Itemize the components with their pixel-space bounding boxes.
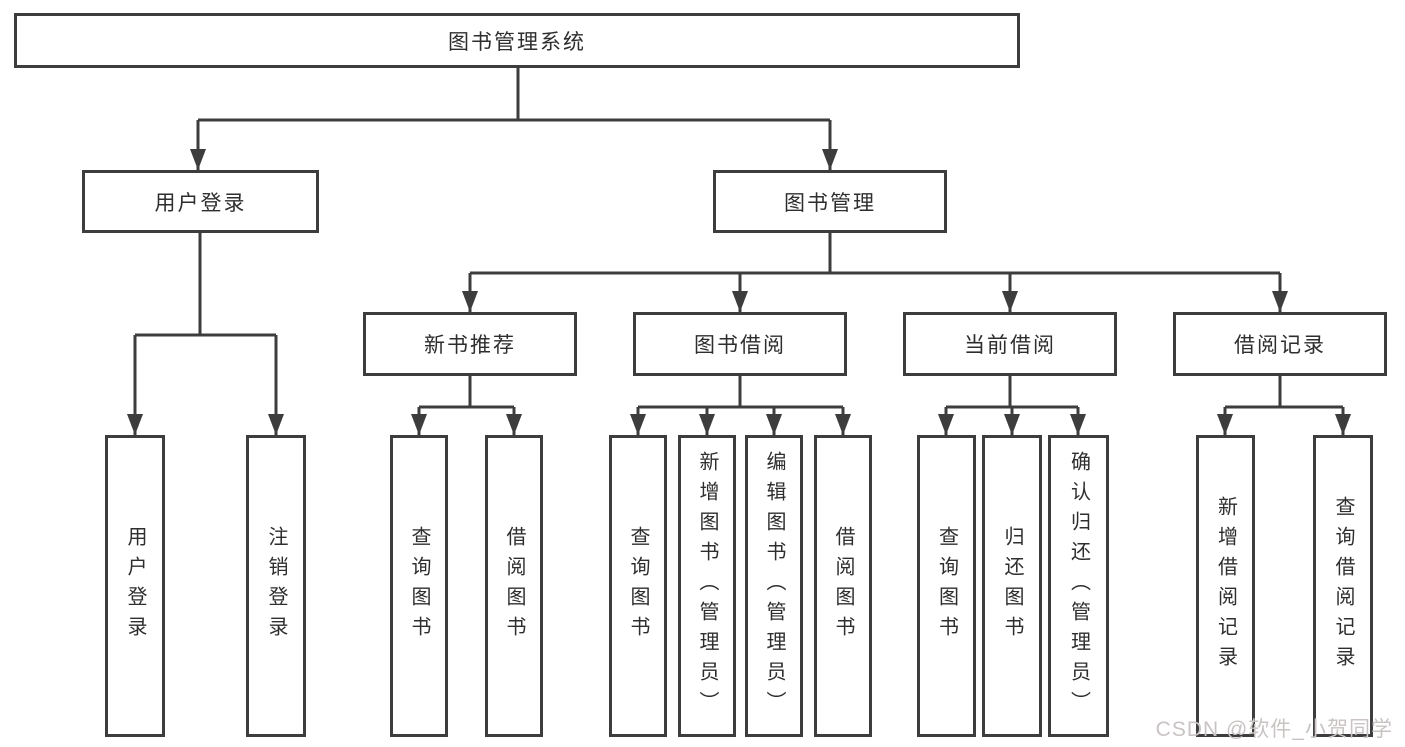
tree-edges: [133, 68, 1345, 435]
node-label: 查询图书: [935, 526, 958, 646]
node-book-borrowing: 图书借阅: [633, 312, 847, 376]
leaf-add-borrow-record: 新增借阅记录: [1196, 435, 1255, 737]
leaf-borrow-books-1: 借阅图书: [485, 435, 543, 737]
leaf-logout: 注销登录: [246, 435, 306, 737]
node-label: 确认归还（管理员）: [1067, 451, 1090, 721]
node-label: 用户登录: [154, 191, 247, 215]
node-label: 归还图书: [1001, 526, 1023, 646]
node-root-library-system: 图书管理系统: [14, 13, 1020, 68]
leaf-query-books-3: 查询图书: [917, 435, 976, 737]
leaf-return-book: 归还图书: [982, 435, 1042, 737]
node-label: 图书管理: [784, 191, 876, 215]
node-label: 查询图书: [627, 526, 649, 646]
csdn-watermark: CSDN @软件_小贺同学: [1155, 718, 1393, 741]
node-label: 新增图书（管理员）: [696, 451, 718, 721]
node-borrowing-records: 借阅记录: [1173, 312, 1387, 376]
node-current-borrowing: 当前借阅: [903, 312, 1117, 376]
node-label: 用户登录: [124, 526, 146, 646]
leaf-query-borrow-record: 查询借阅记录: [1313, 435, 1373, 737]
leaf-add-book-admin: 新增图书（管理员）: [678, 435, 736, 737]
leaf-query-books-1: 查询图书: [390, 435, 448, 737]
node-label: 编辑图书（管理员）: [763, 451, 785, 721]
node-label: 查询借阅记录: [1332, 496, 1354, 676]
node-book-management: 图书管理: [713, 170, 947, 233]
node-label: 当前借阅: [964, 334, 1056, 357]
node-user-login: 用户登录: [82, 170, 319, 233]
node-label: 图书管理系统: [448, 30, 586, 54]
node-label: 借阅图书: [503, 526, 525, 646]
leaf-query-books-2: 查询图书: [609, 435, 667, 737]
node-new-book-recommend: 新书推荐: [363, 312, 577, 376]
node-label: 借阅记录: [1234, 334, 1326, 357]
leaf-borrow-books-2: 借阅图书: [814, 435, 872, 737]
node-label: 借阅图书: [832, 526, 854, 646]
node-label: 新书推荐: [424, 334, 516, 357]
node-label: 注销登录: [265, 526, 287, 646]
node-label: 新增借阅记录: [1214, 496, 1237, 676]
leaf-user-login: 用户登录: [105, 435, 165, 737]
node-label: 查询图书: [408, 526, 430, 646]
leaf-edit-book-admin: 编辑图书（管理员）: [745, 435, 803, 737]
node-label: 图书借阅: [694, 334, 786, 357]
leaf-confirm-return-admin: 确认归还（管理员）: [1048, 435, 1109, 737]
